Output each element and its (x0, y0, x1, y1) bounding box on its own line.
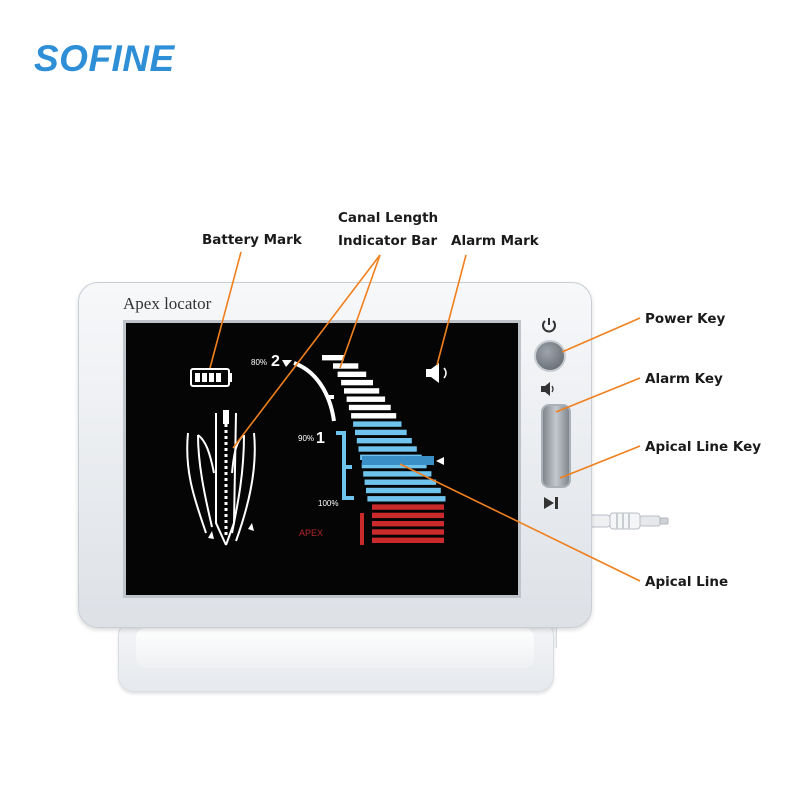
apical-line-marker-icon (436, 457, 444, 465)
indicator-bar-segment (344, 388, 380, 394)
callout-canal-length-line1: Canal Length (338, 210, 439, 226)
speaker-icon (426, 363, 447, 383)
scale-mid-number: 1 (316, 430, 325, 447)
scale-top-label: 80% (251, 358, 267, 367)
apex-arrow-left-icon (208, 531, 214, 539)
indicator-bar-segment (337, 371, 367, 377)
indicator-bar-segment (341, 379, 373, 386)
tooth-root-diagram (186, 412, 256, 546)
indicator-bar-segment (358, 446, 417, 452)
apex-arrow-right-icon (248, 523, 254, 531)
device-title: Apex locator (123, 294, 212, 313)
indicator-bar-segment (361, 462, 427, 469)
apical-line-segment (362, 456, 434, 465)
probe-cable (588, 512, 669, 530)
scale-mid-label: 90% (298, 434, 314, 443)
callout-apical-line: Apical Line (645, 574, 729, 590)
callout-canal-length-line2: Indicator Bar (338, 233, 438, 249)
indicator-bar-segment (366, 487, 441, 494)
indicator-bar-segment (372, 512, 444, 519)
brand-logo: SOFINE (34, 38, 175, 79)
scale-bracket-white (293, 361, 336, 422)
callout-battery-mark: Battery Mark (202, 232, 302, 248)
scale-bottom-label: 100% (318, 499, 338, 508)
indicator-bar-segment (372, 537, 444, 543)
alarm-apical-line-rocker-key[interactable] (541, 404, 571, 488)
indicator-bar-segment (372, 504, 444, 510)
indicator-bar-segment (353, 421, 402, 427)
indicator-bar-segment (333, 363, 359, 369)
callout-alarm-mark: Alarm Mark (451, 233, 539, 249)
canal-length-indicator-bar (322, 355, 446, 543)
indicator-bar-segment (372, 521, 444, 527)
indicator-bar-segment (372, 529, 444, 535)
file-instrument (223, 410, 229, 537)
callout-power-key: Power Key (645, 311, 726, 327)
play-next-icon (544, 497, 558, 509)
alarm-speaker-icon (541, 382, 554, 396)
battery-icon (190, 368, 232, 387)
callout-alarm-key: Alarm Key (645, 371, 723, 387)
scale-top-number: 2 (271, 353, 280, 370)
apex-label: APEX (299, 528, 323, 538)
lcd-screen: 80% 2 90% 1 100% APEX (123, 320, 521, 598)
power-key-button[interactable] (534, 340, 566, 372)
indicator-bar-segment (356, 438, 412, 444)
indicator-bar-segment (348, 404, 391, 411)
stand-base-top (136, 628, 534, 668)
indicator-bar-segment (367, 496, 446, 502)
scale-top-marker-icon (282, 360, 292, 367)
indicator-bar-segment (351, 413, 397, 419)
callout-apical-line-key: Apical Line Key (645, 439, 762, 455)
indicator-bar-segment (355, 429, 407, 436)
power-icon (542, 318, 556, 333)
indicator-bar-segment (363, 471, 432, 477)
indicator-bar-segment (364, 479, 437, 485)
indicator-bar-segment (322, 355, 344, 361)
indicator-bar-segment (346, 396, 386, 402)
